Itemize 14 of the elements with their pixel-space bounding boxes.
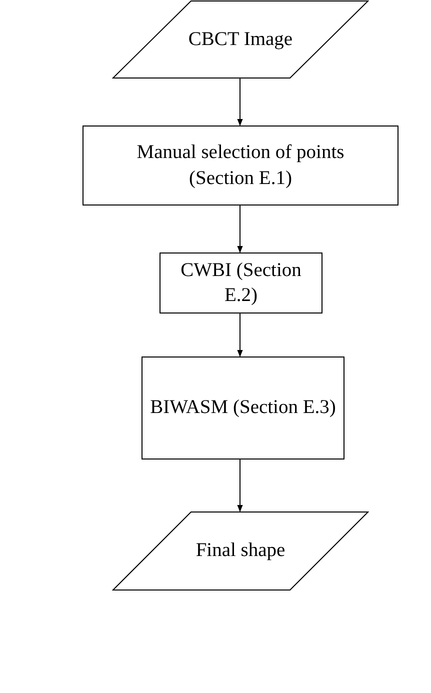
arrow (237, 204, 243, 254)
process-box (83, 126, 398, 205)
node-label: CBCT Image (188, 28, 293, 52)
arrow (237, 458, 243, 512)
process-box (142, 357, 344, 459)
process-box (160, 253, 322, 313)
node-label: CWBI (Section E.2) (180, 258, 302, 308)
input-output-parallelogram (113, 512, 368, 590)
arrow (237, 78, 243, 126)
node-label: BIWASM (Section E.3) (150, 396, 336, 420)
node-label: Final shape (196, 539, 286, 564)
arrow (237, 312, 243, 358)
node-label: Manual selection of points (Section E.1) (136, 141, 346, 190)
input-output-parallelogram (113, 1, 368, 78)
